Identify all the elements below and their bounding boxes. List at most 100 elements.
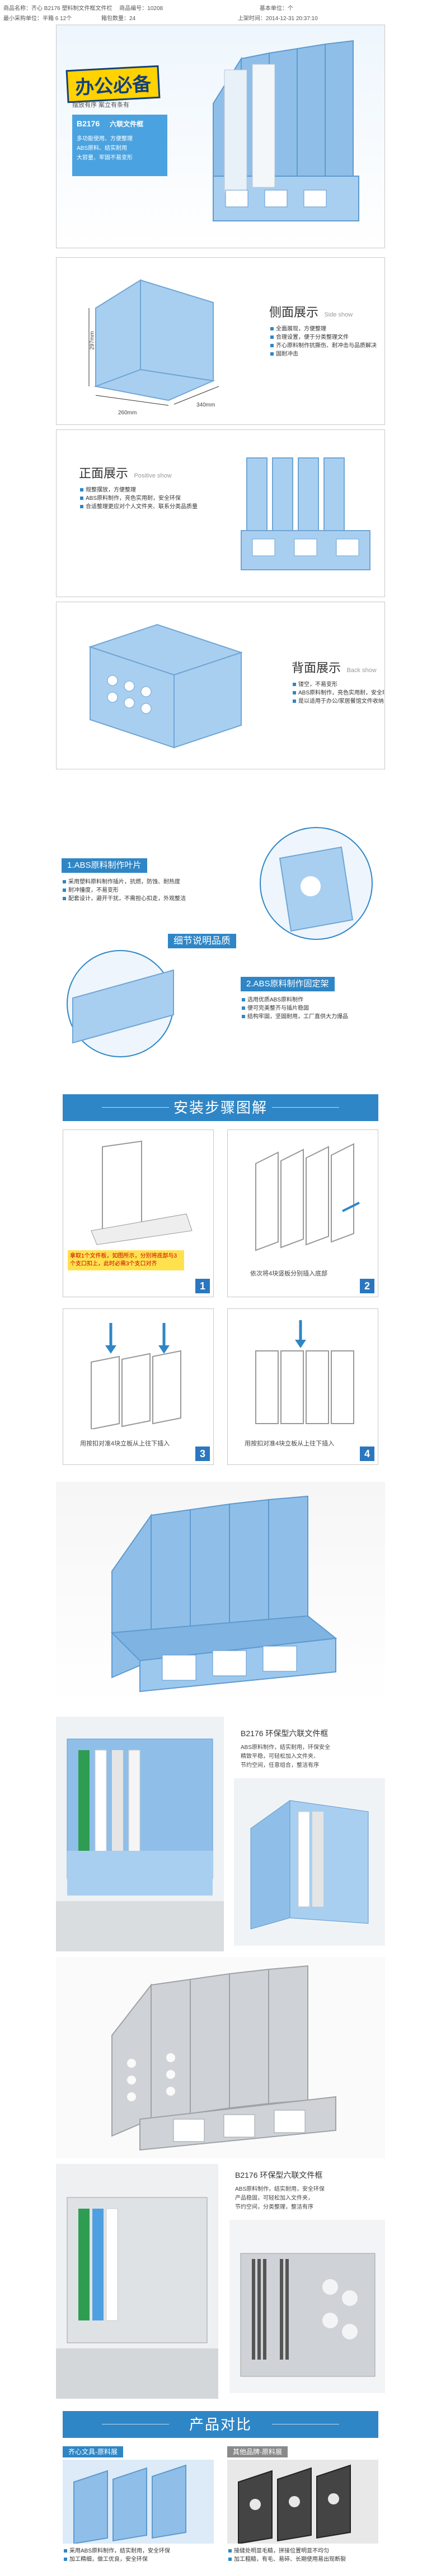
detail-tag-1: 1.ABS原料制作叶片 <box>62 858 147 873</box>
back-show-section: 背面展示 Back show 镂空，不易变形 ABS原料制作，亮色实用耐，安全环… <box>56 602 385 769</box>
scene-blue-line: ABS原料制作，结实耐用，环保安全 <box>241 1745 331 1751</box>
side-bullet: 合理设置，便于分类整理文件 <box>269 333 377 342</box>
scene-gray-image <box>56 2197 218 2399</box>
compare-right-lines: 接缝处明显毛糙，拼接位置明显不均匀 加工粗糙，有毛、易碎、长期使用易出现断裂 <box>227 2547 346 2564</box>
side-subtitle: Side show <box>324 311 353 318</box>
compare-right: 其他品牌-原料展 接缝处明显毛糙，拼接位置明显不均匀 加工粗糙，有毛、易碎、长期… <box>227 2446 378 2572</box>
front-bullet: ABS原料制作，亮色实用耐，安全环保 <box>79 494 198 503</box>
back-bullet: 镂空，不易变形 <box>292 680 384 689</box>
compare-left-lines: 采用ABS原料制作，结实耐用，安全环保 加工精细，做工优良，安全环保 <box>63 2547 170 2564</box>
front-title: 正面展示 <box>79 466 129 480</box>
hero-banner: 办公必备 摆放有序 案立有条有 B2176 六联文件框 多功能使用、方便整理 A… <box>56 25 385 248</box>
detail-zoom-2 <box>67 950 174 1057</box>
install-title-bar: 安装步骤图解 <box>63 1094 378 1121</box>
dim-depth: 260mm <box>118 410 137 416</box>
side-product-image <box>88 279 219 406</box>
listing-time: 上架时间：2014-12-31 20:37:10 <box>237 16 318 22</box>
scene-gray-image-2 <box>240 2253 376 2377</box>
compare-left-line: 采用ABS原料制作，结实耐用，安全环保 <box>63 2547 170 2555</box>
hero-slogan: 摆放有序 案立有条有 <box>72 102 130 108</box>
side-bullet: 全面展现，方便整理 <box>269 325 377 333</box>
scene-blue-label: B2176 环保型六联文件框 <box>241 1729 329 1738</box>
scene-gray-line: 产品稳固，可轻松加入文件夹， <box>235 2195 313 2201</box>
step-1-text: 拿取1个文件板，如图所示，分别将底部与3个支口扣上，此时必需3个支口对齐 <box>68 1250 184 1270</box>
base-unit: 基本单位：个 <box>259 6 293 12</box>
hero-bullet: ABS原料、结实耐用 <box>77 145 128 152</box>
front-heading: 正面展示 Positive show <box>79 464 172 481</box>
scene-blue-photo-2 <box>234 1778 385 1946</box>
product-no: 商品编号：10208 <box>119 6 163 12</box>
step-4-number: 4 <box>360 1447 374 1461</box>
scene-blue-section: B2176 环保型六联文件框 ABS原料制作，结实耐用，环保安全 精致平稳，可轻… <box>56 1717 385 1951</box>
step-3-image <box>91 1323 181 1429</box>
back-product-image <box>88 623 243 749</box>
scene-blue-line: 精致平稳，可轻松加入文件夹、 <box>241 1753 319 1760</box>
scene-gray-label: B2176 环保型六联文件框 <box>235 2171 323 2180</box>
compare-right-line: 加工粗糙，有毛、易碎、长期使用易出现断裂 <box>227 2555 346 2564</box>
scene-blue-image <box>56 1738 224 1951</box>
detail-line: 耐冲撞度，不易变形 <box>62 886 186 895</box>
scene-blue-image-2 <box>250 1800 369 1930</box>
scene-gray-photo-2 <box>229 2220 385 2393</box>
back-bullet: 是以适用于办公/家居餐馆文件收纳 <box>292 697 384 706</box>
compare-left-image <box>63 2460 214 2544</box>
min-order: 最小采购单位：半箱 6 12个 <box>3 16 72 22</box>
back-bullets: 镂空，不易变形 ABS原料制作，亮色实用耐，安全环保 是以适用于办公/家居餐馆文… <box>292 680 384 706</box>
compare-right-image <box>227 2460 378 2544</box>
install-step-2: 依次将4块竖板分别插入底部 2 <box>227 1129 378 1297</box>
blue-product-photo <box>56 1482 385 1705</box>
side-show-section: 297mm 260mm 340mm 侧面展示 Side show 全面展现，方便… <box>56 257 385 425</box>
back-subtitle: Back show <box>346 667 377 674</box>
scene-gray-photo <box>56 2164 218 2399</box>
scene-blue-line: 节约空间，任意组合，整洁有序 <box>241 1762 319 1769</box>
step-2-number: 2 <box>360 1279 374 1293</box>
detail-section: 1.ABS原料制作叶片 采用塑料原料制作插片，抗燃，防蚀、耐热度 耐冲撞度，不易… <box>56 780 385 1060</box>
hero-logo: 办公必备 <box>65 65 161 103</box>
hero-product-image <box>213 40 359 222</box>
product-name: 商品名称：齐心 B2176 塑料制文件框文件栏 <box>3 6 112 12</box>
scene-gray-text: B2176 环保型六联文件框 ABS原料制作，结实耐用，安全环保 产品稳固，可轻… <box>235 2169 325 2212</box>
step-1-image <box>91 1140 193 1245</box>
hero-info-panel: B2176 六联文件框 多功能使用、方便整理 ABS原料、结实耐用 大容量、牢固… <box>72 115 167 176</box>
step-4-text: 用按扣对准4块立板从上往下插入 <box>245 1440 335 1447</box>
detail-tag2-lines: 选用优质ABS原料制作 便可完美整齐与插片稳固 结构牢固，坚固耐用，工厂直供大力… <box>241 996 348 1021</box>
scene-gray-line: ABS原料制作，结实耐用，安全环保 <box>235 2186 325 2192</box>
scene-gray-line: 节约空间，分类整理，整洁有序 <box>235 2204 313 2210</box>
front-bullet: 合适整理更应对个人文件夹、联系分类品质量 <box>79 503 198 511</box>
hero-model-desc: 六联文件框 <box>110 120 144 128</box>
step-2-text: 依次将4块竖板分别插入底部 <box>250 1270 328 1277</box>
scene-blue-photo <box>56 1717 224 1951</box>
detail-line: 配套设计，避开干扰，不需担心扣走，外观整洁 <box>62 895 186 903</box>
scene-blue-text: B2176 环保型六联文件框 ABS原料制作，结实耐用，环保安全 精致平稳，可轻… <box>241 1728 330 1770</box>
detail-line: 结构牢固，坚固耐用，工厂直供大力爆品 <box>241 1013 348 1021</box>
side-heading: 侧面展示 Side show <box>269 302 353 320</box>
compare-left-line: 加工精细，做工优良，安全环保 <box>63 2555 170 2564</box>
front-show-section: 正面展示 Positive show 规整摆放，方便整理 ABS原料制作，亮色实… <box>56 429 385 597</box>
compare-right-line: 接缝处明显毛糙，拼接位置明显不均匀 <box>227 2547 346 2555</box>
meta-row-2: 最小采购单位：半箱 6 12个 箱包数量：24 上架时间：2014-12-31 … <box>3 13 323 22</box>
front-bullets: 规整摆放，方便整理 ABS原料制作，亮色实用耐，安全环保 合适整理更应对个人文件… <box>79 486 198 511</box>
dim-width: 340mm <box>196 402 215 408</box>
side-title: 侧面展示 <box>269 305 319 319</box>
front-bullet: 规整摆放，方便整理 <box>79 486 198 494</box>
compare-left-label: 齐心文具-原料展 <box>63 2446 123 2457</box>
back-title: 背面展示 <box>292 661 341 675</box>
hero-model: B2176 <box>77 119 100 128</box>
detail-line: 采用塑料原料制作插片，抗燃，防蚀、耐热度 <box>62 878 186 886</box>
hero-bullet: 多功能使用、方便整理 <box>77 136 133 142</box>
install-step-3: 用按扣对准4块立板从上往下插入 3 <box>63 1308 214 1465</box>
gray-product-photo <box>56 1957 385 2158</box>
scene-gray-section: B2176 环保型六联文件框 ABS原料制作，结实耐用，安全环保 产品稳固，可轻… <box>56 2164 385 2399</box>
step-3-text: 用按扣对准4块立板从上往下插入 <box>80 1440 170 1447</box>
step-2-image <box>255 1143 360 1251</box>
dim-height: 297mm <box>89 331 96 350</box>
compare-right-label: 其他品牌-原料展 <box>227 2446 288 2457</box>
hero-bullet: 大容量、牢固不易变形 <box>77 155 133 161</box>
compare-left: 齐心文具-原料展 采用ABS原料制作，结实耐用，安全环保 加工精细，做工优良，安… <box>63 2446 214 2572</box>
side-bullet: 齐心原料制作抗撕伤、耐冲击与品质解决 <box>269 342 377 350</box>
back-bullet: ABS原料制作，亮色实用耐，安全环保 <box>292 689 384 697</box>
step-3-number: 3 <box>195 1447 210 1461</box>
detail-tag1-lines: 采用塑料原料制作插片，抗燃，防蚀、耐热度 耐冲撞度，不易变形 配套设计，避开干扰… <box>62 878 186 903</box>
front-subtitle: Positive show <box>134 472 172 479</box>
install-step-4: 用按扣对准4块立板从上往下插入 4 <box>227 1308 378 1465</box>
